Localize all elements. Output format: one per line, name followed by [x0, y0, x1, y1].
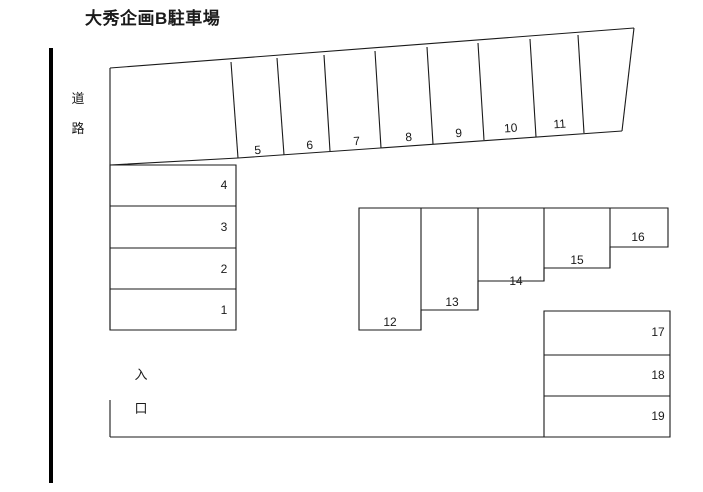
- angled-divider-10-11: [529, 38, 537, 138]
- stall-label-15: 15: [570, 253, 584, 267]
- angled-divider-5-6: [276, 57, 285, 156]
- angled-divider-8-9: [426, 46, 434, 145]
- road-label-char-2: 路: [71, 121, 85, 136]
- entrance-label-char-2: 口: [134, 401, 148, 416]
- stall-label-16: 16: [631, 230, 645, 244]
- angled-divider-4-5: [230, 61, 239, 159]
- angled-divider-6-7: [323, 54, 331, 152]
- stall-label-2: 2: [221, 262, 228, 276]
- stall-label-13: 13: [445, 295, 459, 309]
- lot-top-edge: [109, 27, 635, 69]
- stall-label-5: 5: [254, 143, 262, 157]
- stall-label-6: 6: [306, 138, 314, 152]
- middle-stair-outline: [358, 207, 669, 331]
- stall-label-7: 7: [353, 134, 361, 148]
- stall-label-14: 14: [509, 274, 523, 288]
- stall-label-9: 9: [455, 126, 463, 140]
- stall-label-8: 8: [405, 130, 413, 144]
- stall-label-4: 4: [221, 178, 228, 192]
- page-title: 大秀企画B駐車場: [85, 9, 221, 28]
- left-column-outline: [109, 164, 237, 331]
- road-label-char-1: 道: [71, 91, 85, 106]
- stall-label-12: 12: [383, 315, 397, 329]
- stall-label-11: 11: [553, 117, 567, 132]
- stall-label-17: 17: [651, 325, 665, 339]
- angled-row-right-edge: [621, 27, 635, 132]
- stall-label-10: 10: [504, 121, 519, 136]
- entrance-label: 入 口: [131, 358, 151, 426]
- road-label: 道 路: [68, 84, 88, 144]
- angled-row-bottom-edge: [109, 130, 623, 166]
- entrance-label-char-1: 入: [134, 367, 148, 382]
- stall-label-19: 19: [651, 409, 665, 423]
- stall-label-18: 18: [651, 368, 665, 382]
- angled-divider-7-8: [374, 50, 382, 149]
- angled-divider-11-12: [577, 34, 585, 134]
- stall-label-1: 1: [221, 303, 228, 317]
- angled-divider-9-10: [477, 42, 485, 141]
- stall-label-3: 3: [221, 220, 228, 234]
